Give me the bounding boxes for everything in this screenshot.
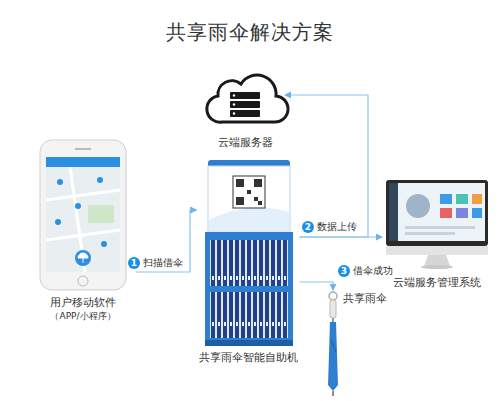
umbrella-item: 共享雨伞	[325, 290, 397, 396]
edge-label: 借伞成功	[352, 264, 394, 277]
kiosk-machine: 共享雨伞智能自助机	[197, 160, 300, 367]
mobile-app: 用户移动软件（APP/小程序）	[30, 140, 136, 324]
node-label: 共享雨伞智能自助机	[199, 351, 298, 365]
connector	[285, 95, 368, 237]
kiosk-icon	[205, 160, 293, 346]
edge-label: 数据上传	[316, 220, 358, 233]
umbrella-icon	[328, 292, 338, 396]
node-label: 云端服务器	[218, 136, 273, 150]
connector	[136, 210, 197, 272]
node-label: 共享雨伞	[343, 292, 387, 306]
cloud-server: 云端服务器	[205, 62, 285, 152]
phone-icon	[40, 140, 126, 290]
node-label: （APP/小程序）	[50, 310, 115, 322]
callout-number: 1	[128, 257, 140, 269]
edge-label: 扫描借伞	[142, 256, 184, 269]
callout-number: 2	[302, 221, 314, 233]
node-label: 用户移动软件	[50, 296, 116, 310]
callout-number: 3	[338, 265, 350, 277]
management-system: 云端服务管理系统	[382, 180, 492, 292]
cloud-icon	[207, 75, 288, 122]
connector	[300, 282, 334, 290]
monitor-icon	[386, 180, 488, 269]
diagram-title: 共享雨伞解决方案	[0, 18, 500, 46]
node-label: 云端服务管理系统	[393, 276, 481, 290]
